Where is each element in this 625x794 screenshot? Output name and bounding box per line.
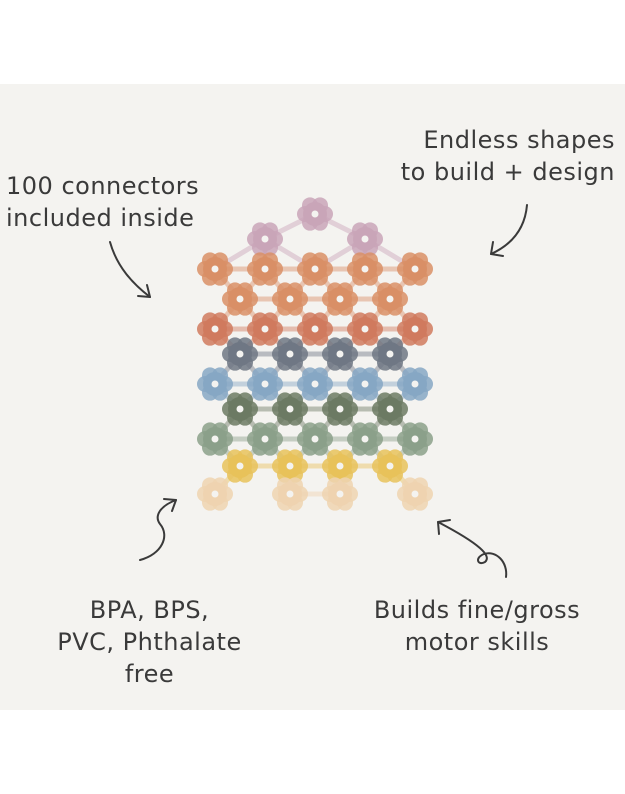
caption-line: included inside — [6, 204, 195, 232]
product-panel: 100 connectors included inside Endless s… — [0, 84, 625, 710]
caption-line: 100 connectors — [6, 172, 200, 200]
hex-connector — [297, 367, 333, 401]
hex-connector — [297, 252, 333, 286]
hex-connector — [322, 477, 358, 511]
caption-line: motor skills — [404, 628, 550, 656]
hex-connector — [372, 449, 408, 483]
hex-connector — [347, 312, 383, 346]
caption-line: Endless shapes — [423, 126, 615, 154]
hex-connector — [272, 337, 308, 371]
hex-connector — [297, 312, 333, 346]
hex-connector — [222, 282, 258, 316]
hex-connector — [247, 222, 283, 256]
hex-connector — [372, 282, 408, 316]
curved-arrow-icon — [490, 204, 528, 257]
hex-connector — [347, 252, 383, 286]
caption-shapes: Endless shapes to build + design — [401, 124, 615, 188]
caption-motor-skills: Builds fine/gross motor skills — [342, 594, 612, 658]
caption-line: Builds fine/gross — [373, 596, 581, 624]
hex-connector — [397, 367, 433, 401]
curved-arrow-icon — [139, 498, 177, 561]
hex-connector — [297, 197, 333, 231]
caption-line: BPA, BPS, — [89, 596, 210, 624]
hex-connector — [297, 422, 333, 456]
hex-connector — [347, 422, 383, 456]
hex-connector — [222, 449, 258, 483]
hex-connector — [247, 312, 283, 346]
hex-connector — [347, 367, 383, 401]
hex-connector — [247, 422, 283, 456]
hex-connector — [272, 392, 308, 426]
connector-structure-image — [197, 197, 433, 511]
hex-connector — [347, 222, 383, 256]
hex-connector — [322, 337, 358, 371]
hex-connector — [397, 477, 433, 511]
hex-connector — [272, 477, 308, 511]
hex-connector — [222, 392, 258, 426]
curved-arrow-icon — [109, 241, 151, 298]
hex-connector — [197, 422, 233, 456]
hex-connector — [197, 477, 233, 511]
hex-connector — [372, 337, 408, 371]
hex-connector — [197, 252, 233, 286]
caption-line: free — [124, 660, 175, 688]
curved-arrow-icon — [437, 519, 508, 578]
hex-connector — [197, 312, 233, 346]
hex-connector — [322, 392, 358, 426]
caption-line: to build + design — [400, 158, 615, 186]
hex-connector — [247, 367, 283, 401]
caption-connectors: 100 connectors included inside — [6, 170, 199, 234]
hex-connector — [222, 337, 258, 371]
hex-connector — [397, 252, 433, 286]
hex-connector — [272, 282, 308, 316]
caption-line: PVC, Phthalate — [57, 628, 242, 656]
hex-connector — [372, 392, 408, 426]
hex-connector — [247, 252, 283, 286]
hex-connector — [322, 282, 358, 316]
caption-bpa-free: BPA, BPS, PVC, Phthalate free — [52, 594, 247, 690]
hex-connector — [397, 312, 433, 346]
hex-connector — [397, 422, 433, 456]
hex-connector — [197, 367, 233, 401]
